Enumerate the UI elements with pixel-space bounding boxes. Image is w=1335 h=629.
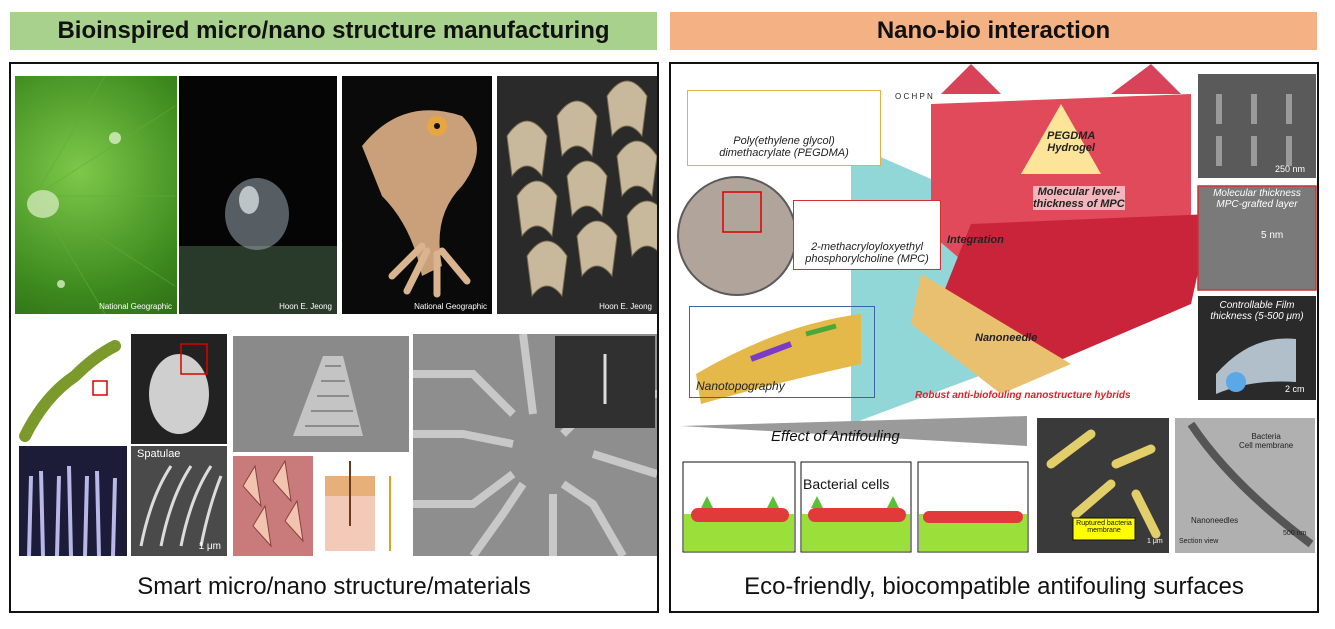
mpc-box: 2-methacryloyloxyethyl phosphorylcholine…: [793, 200, 941, 270]
two-cm-label: 2 cm: [1285, 384, 1305, 394]
bacterial-cells-label: Bacterial cells: [803, 476, 890, 492]
credit-1: National Geographic: [99, 302, 172, 311]
left-panel: National Geographic Hoon E. Jeong Nation…: [9, 62, 659, 613]
credit-4: Hoon E. Jeong: [599, 302, 652, 311]
ruptured-label: Ruptured bacteria membrane: [1076, 520, 1132, 534]
credit-3: National Geographic: [414, 302, 487, 311]
atom-c: C: [903, 92, 910, 101]
section-view-label: Section view: [1179, 538, 1219, 545]
antifouling-diagram-3: [917, 461, 1029, 553]
atom-h: H: [911, 92, 918, 101]
one-um-label: 1 μm: [1147, 538, 1163, 545]
water-droplet-photo: Hoon E. Jeong: [179, 76, 337, 314]
left-caption: Smart micro/nano structure/materials: [137, 573, 531, 600]
pegdma-box: Poly(ethylene glycol) dimethacrylate (PE…: [687, 90, 881, 166]
cilia-sem: [233, 336, 409, 452]
mol-thickness-label: Molecular thickness MPC-grafted layer: [1213, 188, 1301, 210]
green-gecko-photo: [15, 336, 127, 444]
skin-diagram: [315, 456, 409, 556]
pegdma-label: Poly(ethylene glycol) dimethacrylate (PE…: [719, 135, 849, 159]
right-header: Nano-bio interaction: [670, 12, 1317, 50]
lotus-leaf-photo: National Geographic: [15, 76, 177, 314]
mpc-label: 2-methacryloyloxyethyl phosphorylcholine…: [805, 241, 929, 265]
nanotopography-label: Nanotopography: [696, 379, 785, 393]
spatulae-sem: Spatulae 1 μm: [131, 446, 227, 556]
spatulae-label: Spatulae: [137, 448, 181, 460]
pegdma-hydrogel-label: PEGDMA Hydrogel: [1047, 130, 1096, 154]
atom-p: P: [919, 92, 925, 101]
atom-n: N: [926, 92, 933, 101]
bacteria-membrane-label: Bacteria Cell membrane: [1239, 432, 1294, 450]
right-panel: O C H P N Poly(ethylene glycol) dimethac…: [669, 62, 1319, 613]
scale-250nm: 250 nm: [1275, 164, 1306, 174]
setae-sem-photo: Hoon E. Jeong: [497, 76, 657, 314]
left-header: Bioinspired micro/nano structure manufac…: [10, 12, 657, 50]
effect-label: Effect of Antifouling: [771, 428, 900, 445]
integration-label: Integration: [947, 234, 1004, 246]
five-hundred-nm-label: 500 nm: [1283, 530, 1307, 537]
nanohair-sem: [19, 446, 127, 556]
scale-1um-left: 1 μm: [198, 541, 221, 552]
gecko-foot-photo: [131, 334, 227, 444]
nanotopography-box: Nanotopography: [689, 306, 875, 398]
hair-cells-photo: [233, 456, 313, 556]
credit-2: Hoon E. Jeong: [279, 302, 332, 311]
molecular-level-label: Molecular level- thickness of MPC: [1033, 186, 1125, 210]
robust-label: Robust anti-biofouling nanostructure hyb…: [915, 390, 1131, 401]
gecko-photo: National Geographic: [342, 76, 492, 314]
atom-o: O: [895, 92, 902, 101]
nanoneedles-label: Nanoneedles: [1191, 516, 1239, 525]
right-caption: Eco-friendly, biocompatible antifouling …: [744, 573, 1244, 600]
five-nm-label: 5 nm: [1261, 230, 1284, 241]
nanoneedle-label: Nanoneedle: [975, 332, 1038, 344]
atom-legend: O C H P N: [895, 92, 933, 101]
film-thickness-label: Controllable Film thickness (5-500 μm): [1210, 300, 1304, 322]
electrode-sem: [413, 334, 657, 556]
